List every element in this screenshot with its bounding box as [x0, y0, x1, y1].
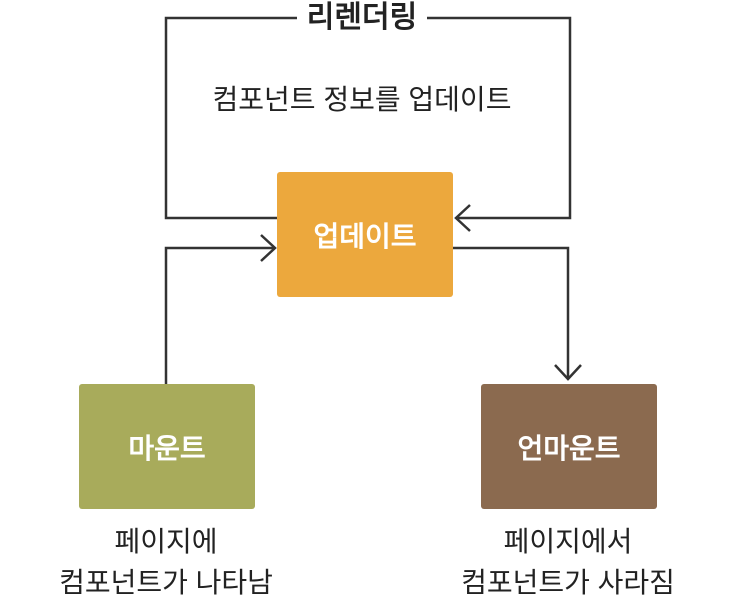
mount-node-label: 마운트	[128, 432, 206, 464]
mount-caption-line2: 컴포넌트가 나타남	[59, 567, 273, 598]
unmount-caption: 페이지에서 컴포넌트가 사라짐	[418, 521, 718, 603]
mount-caption-line1: 페이지에	[114, 526, 218, 557]
update-to-unmount-arrowhead	[554, 364, 582, 381]
rerender-title-wrap: 리렌더링	[0, 1, 724, 35]
update-node-label: 업데이트	[313, 220, 417, 252]
mount-to-update-edge	[164, 246, 274, 384]
unmount-caption-line2: 컴포넌트가 사라짐	[461, 567, 675, 598]
rerender-loop-label: 컴포넌트 정보를 업데이트	[212, 84, 512, 115]
rerender-title: 리렌더링	[296, 1, 428, 35]
unmount-node-label: 언마운트	[517, 432, 621, 464]
mount-caption: 페이지에 컴포넌트가 나타남	[16, 521, 316, 603]
mount-node: 마운트	[79, 384, 255, 509]
unmount-caption-line1: 페이지에서	[503, 526, 633, 557]
mount-to-update-arrowhead	[260, 234, 277, 262]
update-node: 업데이트	[277, 172, 453, 297]
rerender-loop-arrowhead	[454, 204, 471, 232]
unmount-node: 언마운트	[481, 384, 657, 509]
update-to-unmount-edge	[453, 246, 570, 378]
